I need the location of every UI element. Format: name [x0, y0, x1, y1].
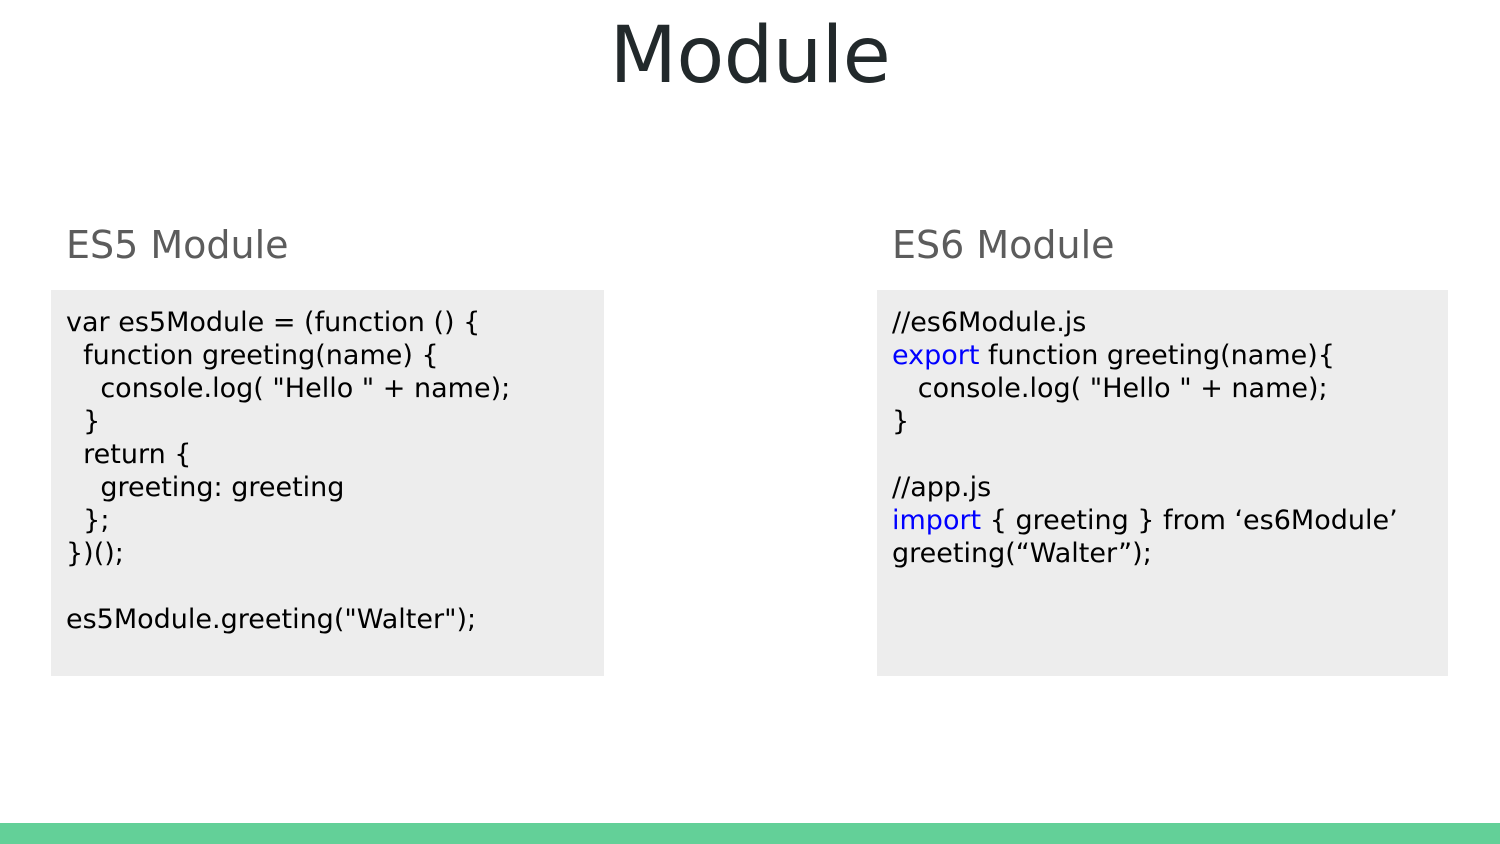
code-keyword: import [892, 505, 982, 536]
code-line [892, 438, 1434, 471]
code-text: greeting: greeting [66, 472, 345, 503]
code-text: } [66, 406, 101, 437]
code-text [66, 571, 75, 602]
code-line: import { greeting } from ‘es6Module’ [892, 504, 1434, 537]
code-line: } [892, 405, 1434, 438]
code-text: greeting(“Walter”); [892, 538, 1152, 569]
code-text: }; [66, 505, 110, 536]
code-text: return { [66, 439, 192, 470]
code-line: }; [66, 504, 590, 537]
code-line: es5Module.greeting("Walter"); [66, 603, 590, 636]
es5-column: ES5 Module var es5Module = (function () … [51, 222, 604, 676]
code-keyword: export [892, 340, 980, 371]
code-text [892, 439, 901, 470]
code-line: })(); [66, 537, 590, 570]
code-text: function greeting(name){ [979, 340, 1335, 371]
code-text: { greeting } from ‘es6Module’ [981, 505, 1398, 536]
code-text: //app.js [892, 472, 992, 503]
page-title: Module [609, 11, 891, 101]
code-text: } [892, 406, 910, 437]
code-line: greeting(“Walter”); [892, 537, 1434, 570]
code-line: console.log( "Hello " + name); [892, 372, 1434, 405]
code-line: greeting: greeting [66, 471, 590, 504]
code-line [66, 570, 590, 603]
code-line: //es6Module.js [892, 306, 1434, 339]
code-text: })(); [66, 538, 124, 569]
code-line: //app.js [892, 471, 1434, 504]
code-text: function greeting(name) { [66, 340, 439, 371]
code-line: var es5Module = (function () { [66, 306, 590, 339]
code-text: console.log( "Hello " + name); [66, 373, 511, 404]
code-text: //es6Module.js [892, 307, 1087, 338]
es5-code-block: var es5Module = (function () { function … [51, 290, 604, 676]
code-line: function greeting(name) { [66, 339, 590, 372]
code-line: console.log( "Hello " + name); [66, 372, 590, 405]
code-text: es5Module.greeting("Walter"); [66, 604, 477, 635]
es5-heading: ES5 Module [66, 223, 289, 267]
code-line: return { [66, 438, 590, 471]
code-line: export function greeting(name){ [892, 339, 1434, 372]
code-text: console.log( "Hello " + name); [892, 373, 1328, 404]
code-text: var es5Module = (function () { [66, 307, 481, 338]
footer-accent-bar [0, 823, 1500, 844]
code-line: } [66, 405, 590, 438]
es6-heading: ES6 Module [892, 223, 1115, 267]
